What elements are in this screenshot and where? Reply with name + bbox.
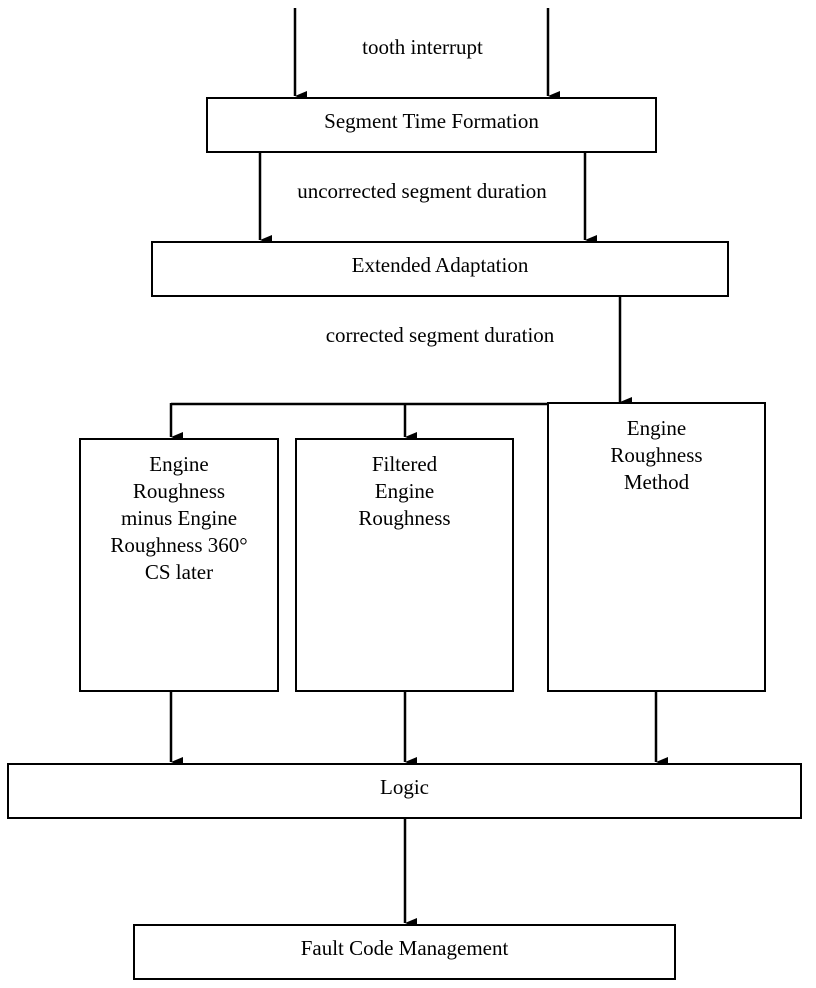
tooth-interrupt-label: tooth interrupt <box>362 35 483 59</box>
filtered-engine-roughness-box: Filtered Engine Roughness <box>295 438 514 692</box>
engine-roughness-minus-box: Engine Roughness minus Engine Roughness … <box>79 438 279 692</box>
fault-code-management-label: Fault Code Management <box>300 936 509 960</box>
extended-adaptation-label: Extended Adaptation <box>351 253 529 277</box>
engine-roughness-minus-label: Engine Roughness minus Engine Roughness … <box>110 452 248 584</box>
fault-code-management-box: Fault Code Management <box>133 924 676 980</box>
logic-label: Logic <box>380 775 429 799</box>
segment-time-formation-label: Segment Time Formation <box>324 109 539 133</box>
logic-box: Logic <box>7 763 802 819</box>
filtered-engine-roughness-label: Filtered Engine Roughness <box>358 452 451 530</box>
corrected-segment-duration-label: corrected segment duration <box>325 323 555 347</box>
engine-roughness-method-label: Engine Roughness Method <box>610 416 703 494</box>
engine-roughness-method-box: Engine Roughness Method <box>547 402 766 692</box>
uncorrected-segment-duration-label: uncorrected segment duration <box>297 179 547 203</box>
extended-adaptation-box: Extended Adaptation <box>151 241 729 297</box>
segment-time-formation-box: Segment Time Formation <box>206 97 657 153</box>
